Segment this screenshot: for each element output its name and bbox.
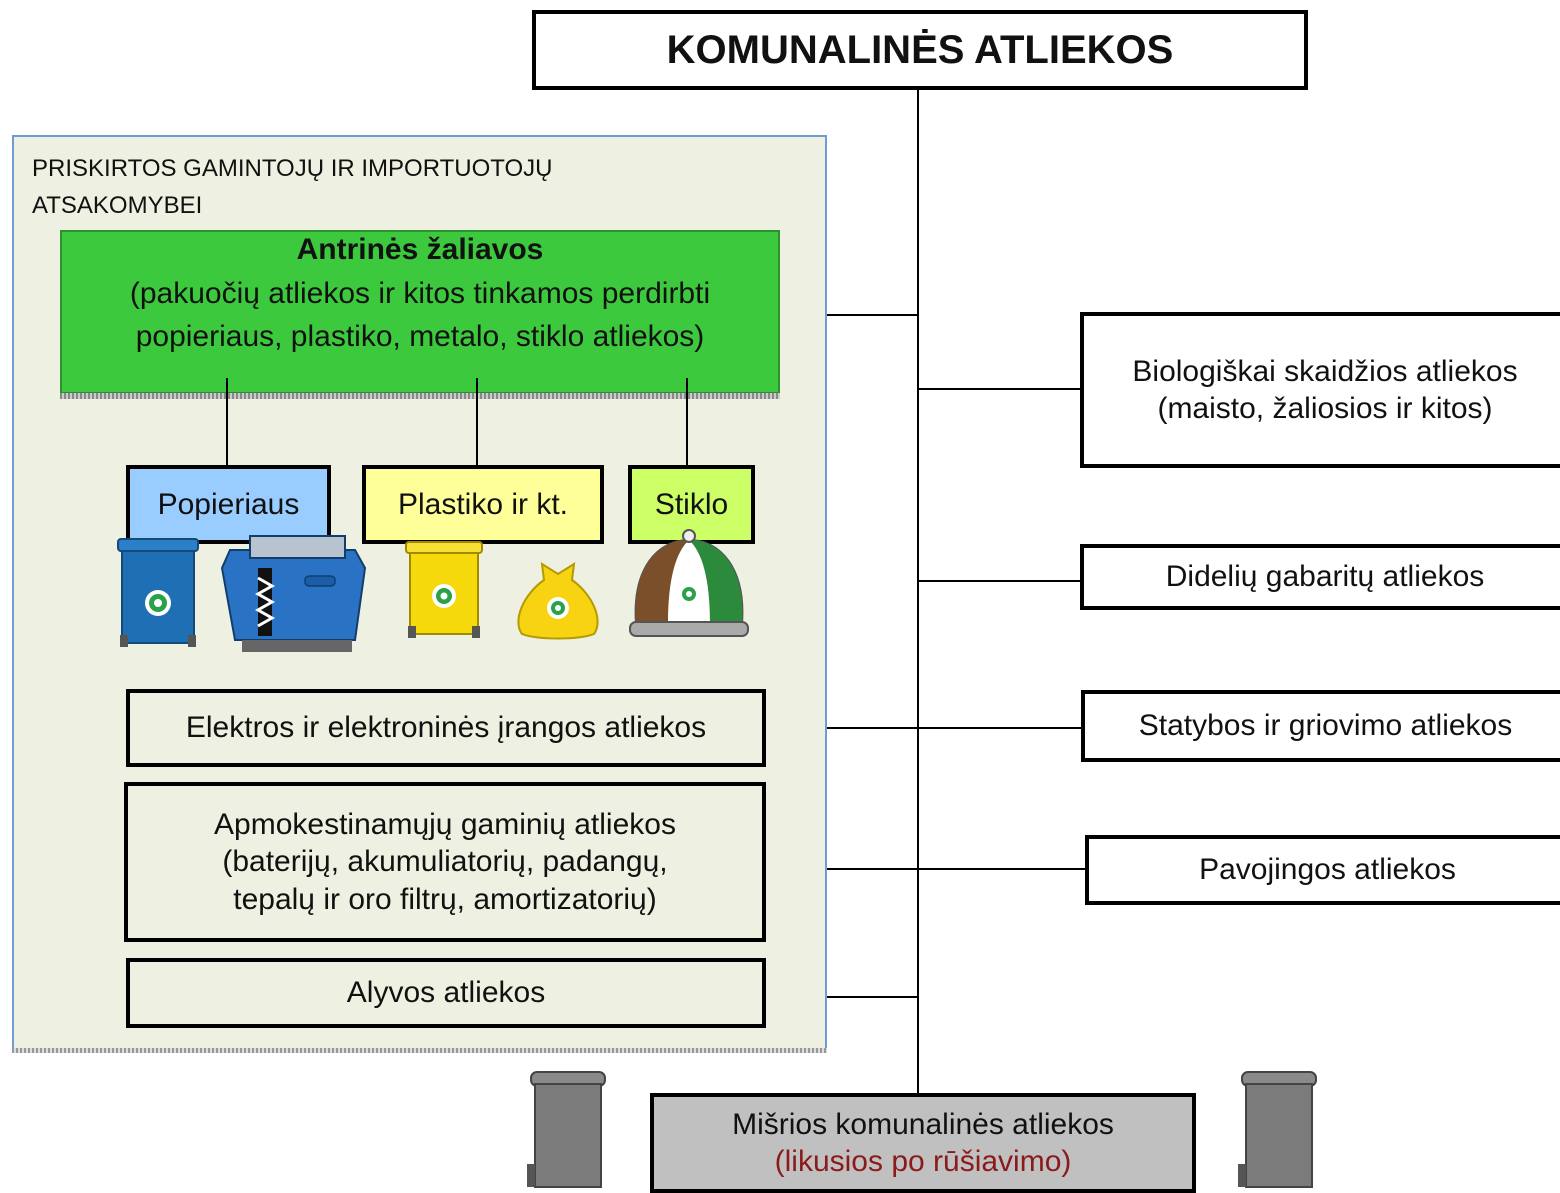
taxed-products-line1: Apmokestinamųjų gaminių atliekos <box>214 807 676 841</box>
connector-bio <box>917 388 1080 390</box>
electronics-waste-label: Elektros ir elektroninės įrangos atlieko… <box>185 711 707 745</box>
category-glass-label: Stiklo <box>654 487 729 521</box>
category-paper-label: Popieriaus <box>157 487 300 521</box>
connector-bulky <box>917 580 1080 582</box>
mixed-waste-box: Mišrios komunalinės atliekos (likusios p… <box>650 1093 1196 1193</box>
mixed-waste-line2: (likusios po rūšiavimo) <box>774 1145 1072 1178</box>
bio-waste-line2: (maisto, žaliosios ir kitos) <box>1157 392 1493 425</box>
secondary-materials-description: (pakuočių atliekos ir kitos tinkamos per… <box>129 276 711 354</box>
construction-waste-box: Statybos ir griovimo atliekos <box>1081 690 1560 762</box>
oil-waste-label: Alyvos atliekos <box>346 976 546 1010</box>
producer-group-label: PRISKIRTOS GAMINTOJŲ IR IMPORTUOTOJŲ ATS… <box>32 155 553 220</box>
category-paper-box: Popieriaus <box>126 465 331 544</box>
construction-waste-label: Statybos ir griovimo atliekos <box>1138 709 1513 743</box>
connector-oil <box>765 996 917 998</box>
bio-waste-line1: Biologiškai skaidžios atliekos <box>1132 354 1518 388</box>
taxed-products-line2: (baterijų, akumuliatorių, padangų, <box>222 845 668 879</box>
page-title: KOMUNALINĖS ATLIEKOS <box>666 28 1174 72</box>
category-plastic-label: Plastiko ir kt. <box>397 487 569 521</box>
secondary-materials-title: Antrinės žaliavos <box>296 233 544 266</box>
connector-plastic <box>476 378 478 468</box>
connector-paper <box>226 378 228 468</box>
taxed-products-line3: tepalų ir oro filtrų, amortizatorių) <box>233 882 657 916</box>
secondary-materials-shadow <box>60 393 780 399</box>
category-plastic-box: Plastiko ir kt. <box>362 465 604 544</box>
taxed-products-box: Apmokestinamųjų gaminių atliekos (bateri… <box>124 782 766 942</box>
producer-group-shadow <box>12 1048 827 1053</box>
grey-bin-icon <box>1238 1071 1317 1188</box>
bio-waste-box: Biologiškai skaidžios atliekos (maisto, … <box>1080 312 1560 468</box>
hazardous-waste-box: Pavojingos atliekos <box>1085 835 1560 905</box>
bulky-waste-label: Didelių gabaritų atliekos <box>1165 560 1485 594</box>
connector-secondary <box>782 314 918 316</box>
oil-waste-box: Alyvos atliekos <box>126 958 766 1028</box>
yellow-bag-icon <box>517 562 599 640</box>
mixed-waste-line1: Mišrios komunalinės atliekos <box>732 1107 1114 1141</box>
yellow-bin-icon <box>405 541 483 638</box>
title-box: KOMUNALINĖS ATLIEKOS <box>532 10 1308 90</box>
main-trunk-line <box>917 90 919 1095</box>
grey-bin-icon <box>527 1071 606 1188</box>
connector-taxed-hazardous <box>765 868 1085 870</box>
blue-container-icon <box>220 535 367 652</box>
connector-glass <box>686 378 688 468</box>
electronics-waste-box: Elektros ir elektroninės įrangos atlieko… <box>126 689 766 767</box>
bulky-waste-box: Didelių gabaritų atliekos <box>1080 544 1560 610</box>
glass-igloo-icon <box>629 529 749 637</box>
blue-bin-icon <box>117 538 199 647</box>
connector-electronics-construction <box>765 727 1081 729</box>
hazardous-waste-label: Pavojingos atliekos <box>1199 853 1456 887</box>
secondary-materials-box: Antrinės žaliavos (pakuočių atliekos ir … <box>60 230 780 394</box>
